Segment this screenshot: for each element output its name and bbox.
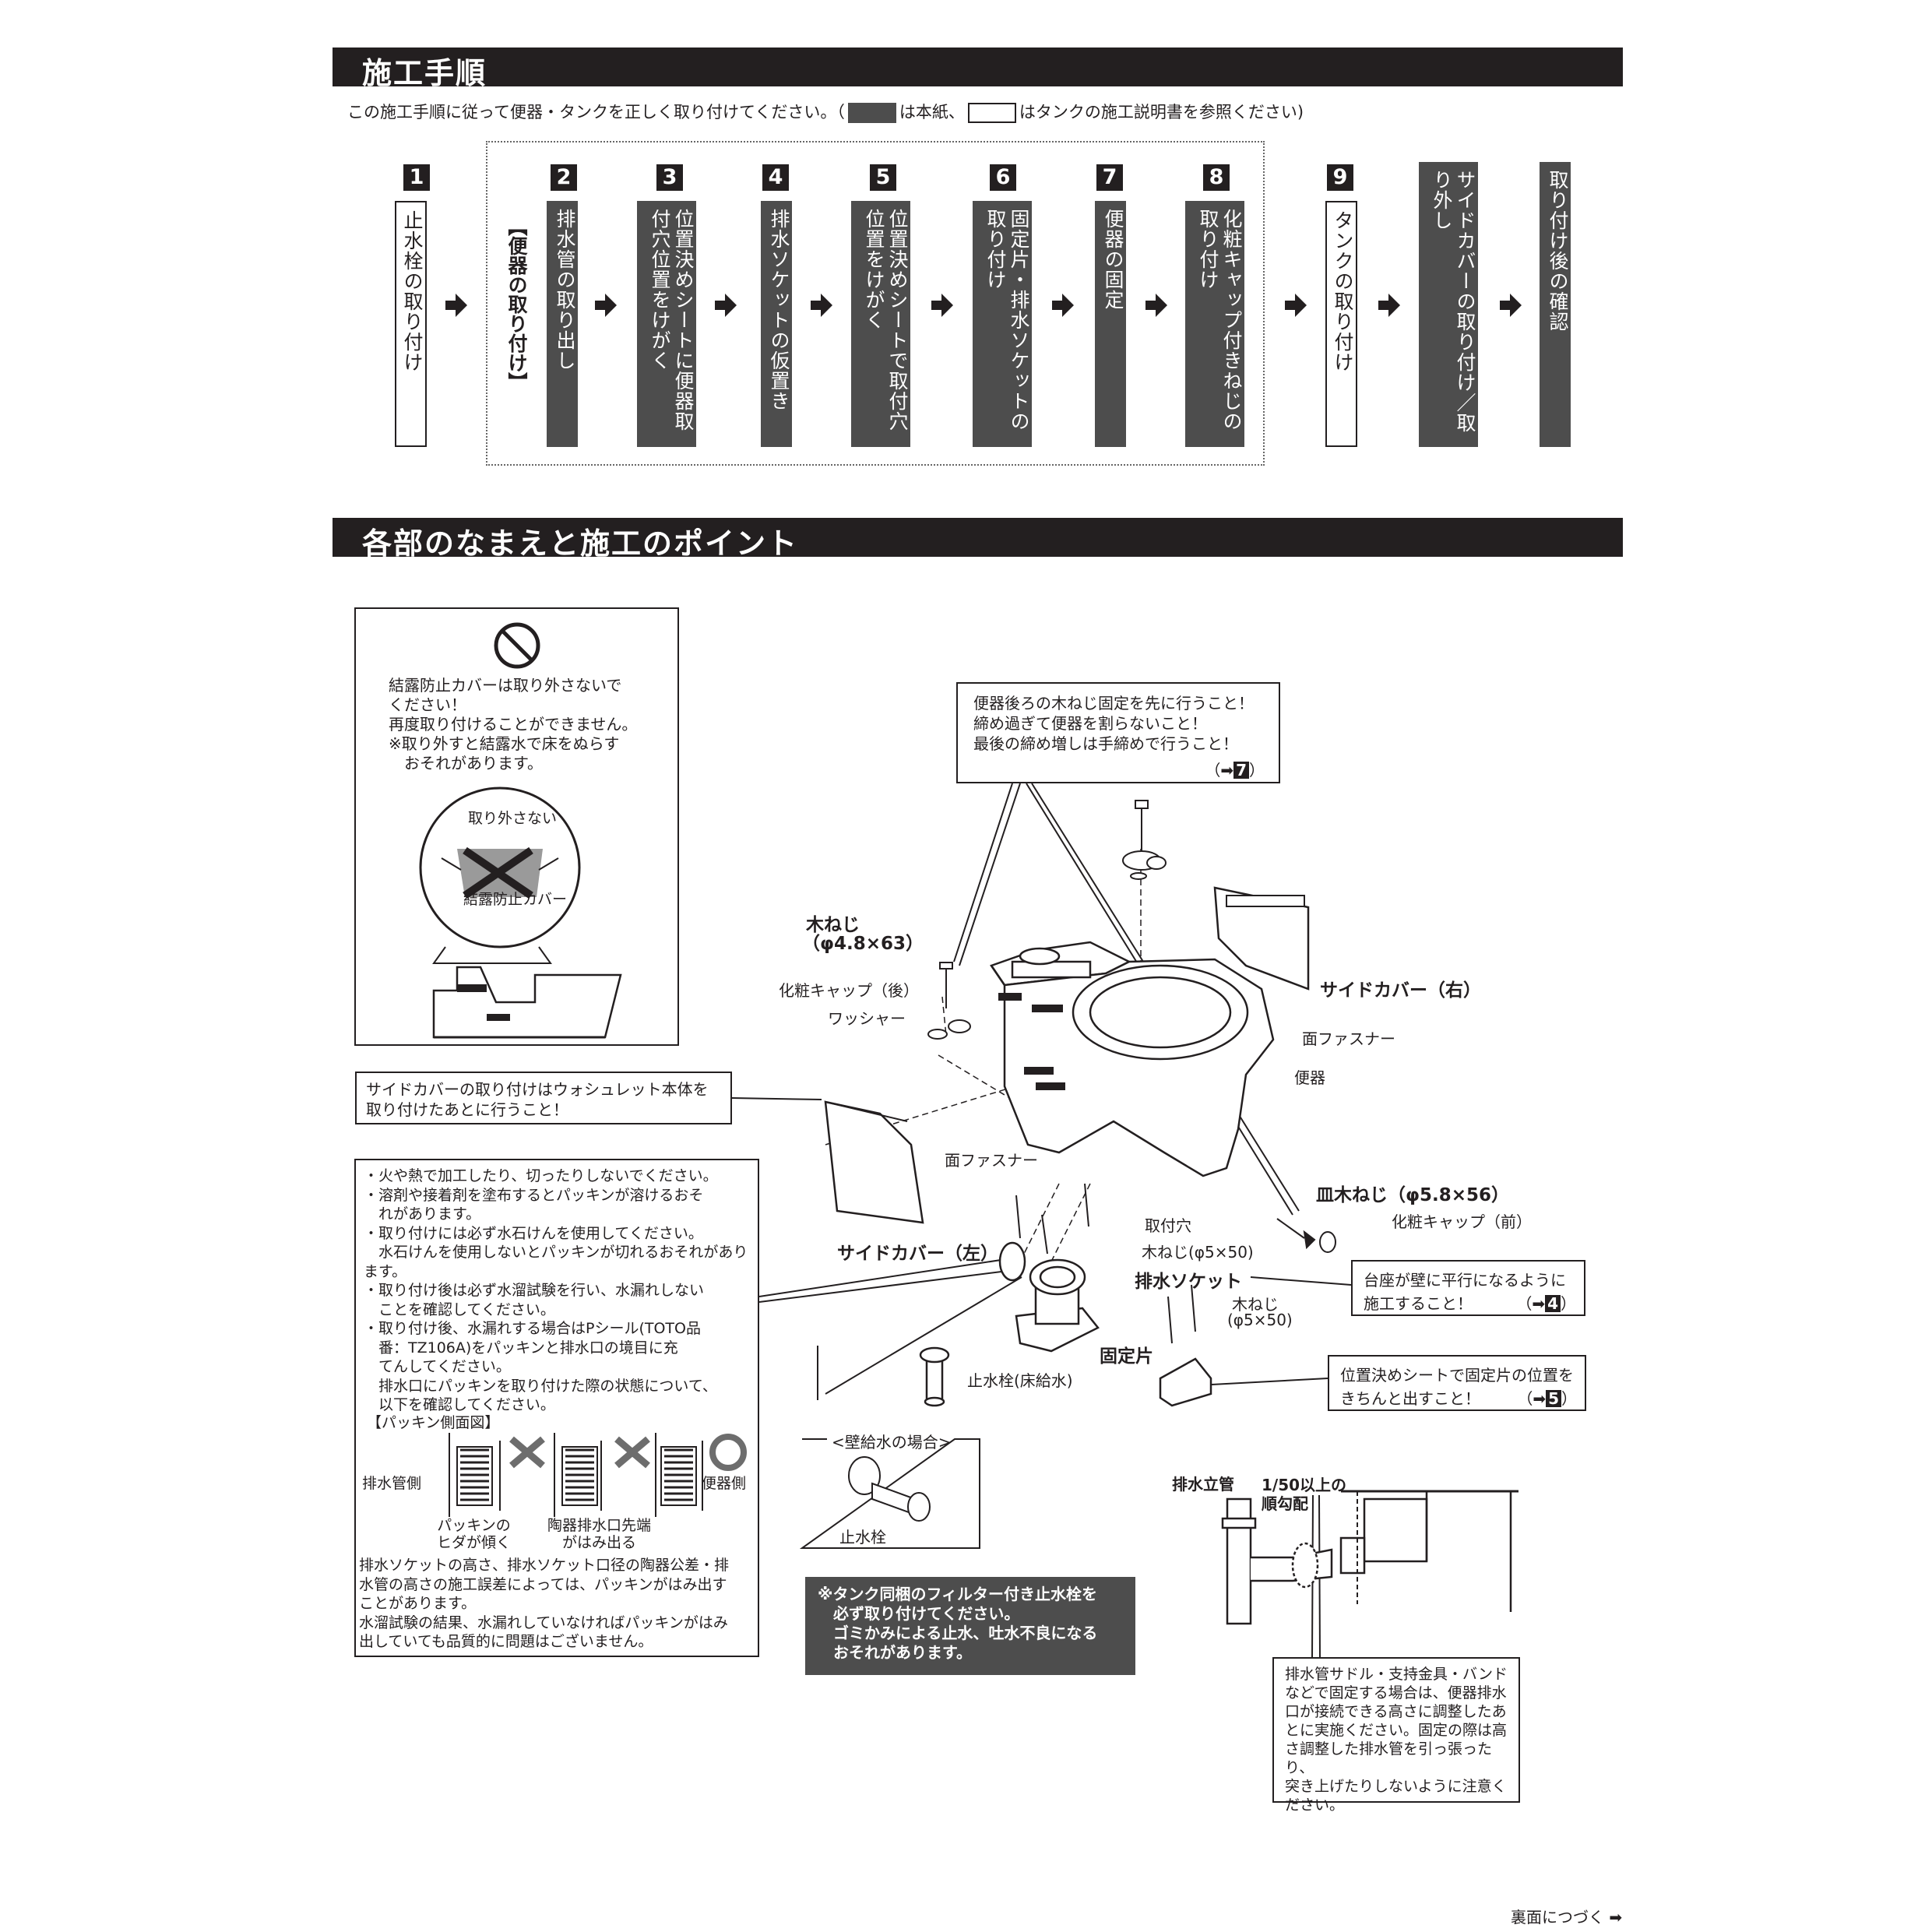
step-number: 7 xyxy=(1096,164,1123,191)
fixing-piece-label: 固定片 xyxy=(1100,1346,1153,1367)
side-cover-left-label: サイドカバー（左） xyxy=(837,1244,998,1264)
side-cover-note: サイドカバーの取り付けはウォシュレット本体を 取り付けたあとに行うこと！ xyxy=(355,1072,732,1124)
arrow-right-icon xyxy=(1500,294,1522,317)
step-final-check: 取り付け後の確認 xyxy=(1540,162,1571,447)
wood-screw-b-label: 木ねじ xyxy=(1232,1295,1279,1314)
section-header-procedure: 施工手順 xyxy=(333,48,1623,90)
note-line: 便器後ろの木ねじ固定を先に行うこと！ xyxy=(973,694,1254,713)
arrow-right-icon xyxy=(1378,294,1400,317)
note-line: 最後の締め増しは手締めで行うこと！ xyxy=(973,734,1238,753)
floor-stop-valve-label: 止水栓(床給水) xyxy=(967,1371,1073,1390)
step-number: 5 xyxy=(870,164,896,191)
wood-screw-label: 木ねじ xyxy=(806,915,860,935)
drain-socket-label: 排水ソケット xyxy=(1135,1272,1242,1292)
filter-valve-note: ※タンク同梱のフィルター付き止水栓を 必ず取り付けてください。 ゴミかみによる止… xyxy=(805,1577,1135,1675)
packing-notes-text: ・火や熱で加工したり、切ったりしないでください。 ・溶剤や接着剤を塗布するとパッ… xyxy=(364,1167,748,1413)
arrow-right-icon xyxy=(445,294,467,317)
step-side-cover: サイドカバーの取り付け／取り外し xyxy=(1419,162,1478,447)
step-7: 便器の固定 xyxy=(1095,201,1126,447)
white-swatch xyxy=(967,103,1016,123)
cap-front-label: 化粧キャップ（前） xyxy=(1392,1212,1532,1231)
step-1: 止水栓の取り付け xyxy=(395,201,427,447)
step-number: 1 xyxy=(403,164,430,191)
condensation-cover-label: 結露防止カバー xyxy=(463,891,568,908)
step-6: 固定片・排水ソケットの取り付け xyxy=(973,201,1032,447)
procedure-intro: この施工手順に従って便器・タンクを正しく取り付けてください。（は本紙、はタンクの… xyxy=(347,103,1304,123)
drain-side-label: 排水管側 xyxy=(362,1475,422,1492)
arrow-right-icon xyxy=(1052,294,1074,317)
washer-label: ワッシャー xyxy=(828,1009,906,1028)
arrow-right-icon xyxy=(811,294,832,317)
packing-side-diagram xyxy=(449,1433,747,1517)
fixing-piece-note: 位置決めシートで固定片の位置を きちんと出すこと！ （➡5） xyxy=(1328,1355,1586,1411)
packing-diagram-title: 【パッキン側面図】 xyxy=(367,1414,500,1431)
step-5: 位置決めシートで取付穴位置をけがく xyxy=(851,201,910,447)
condensation-cover-warning: 結露防止カバーは取り外さないで ください！ 再度取り付けることができません。 ※… xyxy=(354,607,679,1046)
arrow-right-icon xyxy=(715,294,737,317)
rear-screw-note: 便器後ろの木ねじ固定を先に行うこと！ 締め過ぎて便器を割らないこと！ 最後の締め… xyxy=(956,682,1280,783)
pipe-fixing-note: 排水管サドル・支持金具・バンド などで固定する場合は、便器排水 口が接続できる高… xyxy=(1272,1657,1520,1814)
cap-rear-label: 化粧キャップ（後） xyxy=(779,981,919,1000)
wall-supply-title: <壁給水の場合> xyxy=(832,1433,952,1452)
fastener-right-label: 面ファスナー xyxy=(1302,1029,1395,1048)
step-reference: （➡7） xyxy=(1205,761,1265,779)
wood-screw-b-size-label: (φ5×50) xyxy=(1227,1311,1293,1329)
step-number: 8 xyxy=(1203,164,1230,191)
step-reference: （➡5） xyxy=(1517,1389,1577,1408)
slope-label: 1/50以上の 順勾配 xyxy=(1262,1476,1347,1513)
step-4: 排水ソケットの仮置き xyxy=(761,201,792,447)
step-number: 2 xyxy=(551,164,577,191)
arrow-right-icon xyxy=(1145,294,1167,317)
step-2: 排水管の取り出し xyxy=(547,201,578,447)
section-title: 各部のなまえと施工のポイント xyxy=(362,526,799,561)
step-number: 4 xyxy=(762,164,789,191)
dark-swatch xyxy=(847,103,896,123)
warning-text: 結露防止カバーは取り外さないで ください！ 再度取り付けることができません。 ※… xyxy=(389,676,638,772)
toilet-install-group xyxy=(486,141,1265,466)
packing-notes: ・火や熱で加工したり、切ったりしないでください。 ・溶剤や接着剤を塗布するとパッ… xyxy=(354,1159,759,1657)
section-title: 施工手順 xyxy=(362,56,487,90)
toilet-label: 便器 xyxy=(1294,1068,1325,1087)
side-cover-right-label: サイドカバー（右） xyxy=(1320,980,1481,1001)
arrow-right-icon: ➡ xyxy=(1609,1908,1623,1927)
arrow-right-icon: ➡ xyxy=(1533,1389,1547,1408)
arrow-right-icon: ➡ xyxy=(1220,761,1234,779)
step-3: 位置決めシートに便器取付穴位置をけがく xyxy=(637,201,696,447)
continued-footer: 裏面につづく ➡ xyxy=(1511,1908,1623,1927)
note-line: 締め過ぎて便器を割らないこと！ xyxy=(973,714,1207,733)
step-number: 3 xyxy=(656,164,683,191)
step-8: 化粧キャップ付きねじの取り付け xyxy=(1185,201,1244,447)
step-number: 9 xyxy=(1327,164,1353,191)
condensation-cover-illustration xyxy=(419,787,622,1039)
group-label: 【便器の取り付け】 xyxy=(505,216,528,392)
step-number: 6 xyxy=(990,164,1016,191)
step-reference: （➡4） xyxy=(1516,1294,1576,1313)
step-9: タンクの取り付け xyxy=(1325,201,1357,447)
arrow-right-icon: ➡ xyxy=(1532,1294,1546,1313)
wood-screw-size-label: （φ4.8×63） xyxy=(802,934,924,954)
wood-screw-5x50-label: 木ねじ(φ5×50) xyxy=(1142,1243,1254,1262)
wall-stop-valve-label: 止水栓 xyxy=(839,1528,886,1547)
fastener-bottom-label: 面ファスナー xyxy=(945,1151,1038,1170)
section-header-parts: 各部のなまえと施工のポイント xyxy=(333,518,1623,561)
arrow-right-icon xyxy=(931,294,953,317)
case2-label: 陶器排水口先端 がはみ出る xyxy=(547,1517,652,1551)
socket-note: 台座が壁に平行になるように 施工すること！ （➡4） xyxy=(1351,1260,1585,1316)
drain-riser-label: 排水立管 xyxy=(1172,1475,1234,1494)
flat-screw-label: 皿木ねじ（φ5.8×56） xyxy=(1316,1185,1510,1205)
prohibited-icon xyxy=(494,622,540,669)
do-not-remove-label: 取り外さない xyxy=(468,810,558,827)
toilet-side-label: 便器側 xyxy=(702,1475,747,1492)
case1-label: パッキンの ヒダが傾く xyxy=(437,1517,512,1551)
arrow-right-icon xyxy=(1285,294,1307,317)
packing-footer-text: 排水ソケットの高さ、排水ソケット口径の陶器公差・排 水管の高さの施工誤差によって… xyxy=(359,1557,730,1650)
mount-hole-label: 取付穴 xyxy=(1145,1216,1191,1235)
arrow-right-icon xyxy=(595,294,617,317)
